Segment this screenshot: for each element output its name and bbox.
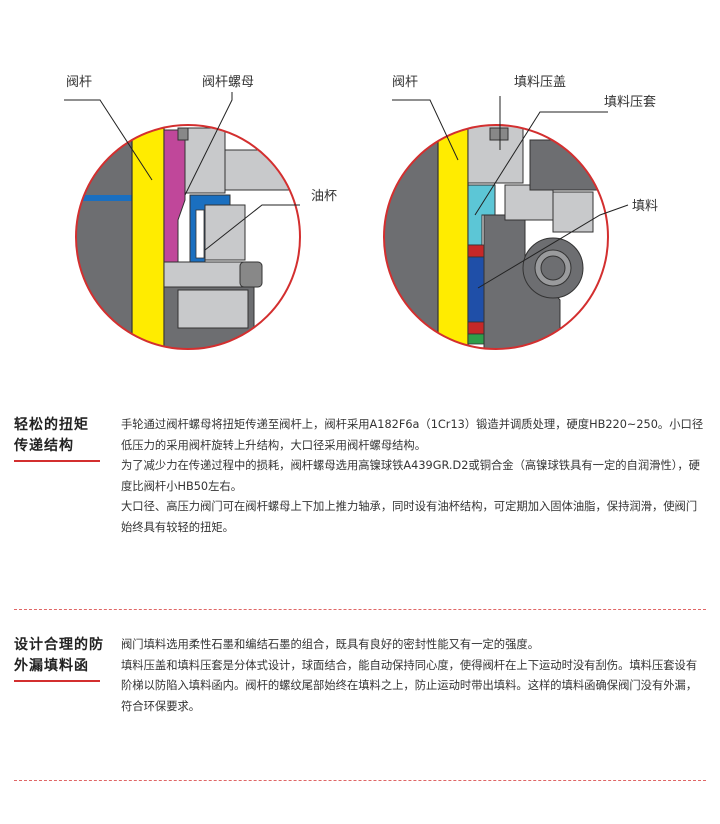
paragraph: 阀门填料选用柔性石墨和编结石墨的组合，既具有良好的密封性能又有一定的强度。: [121, 638, 539, 651]
section-title-line: 设计合理的防: [14, 637, 104, 653]
packing-box-section: 设计合理的防 外漏填料函 阀门填料选用柔性石墨和编结石墨的组合，既具有良好的密封…: [0, 635, 720, 765]
label-stem-left: 阀杆: [66, 75, 92, 90]
section-divider: [14, 609, 706, 610]
section-body-torque: 手轮通过阀杆螺母将扭矩传递至阀杆上，阀杆采用A182F6a（1Cr13）锻造并调…: [121, 415, 706, 538]
section-body-packing: 阀门填料选用柔性石墨和编结石墨的组合，既具有良好的密封性能又有一定的强度。 填料…: [121, 635, 706, 717]
section-title-underline: [14, 680, 100, 682]
stem-nut-detail-diagram: 阀杆 阀杆螺母 油杯: [64, 75, 337, 350]
torque-transmission-section: 轻松的扭矩 传递结构 手轮通过阀杆螺母将扭矩传递至阀杆上，阀杆采用A182F6a…: [0, 415, 720, 595]
label-stem-right: 阀杆: [392, 75, 418, 90]
valve-diagrams: 阀杆 阀杆螺母 油杯: [64, 75, 658, 350]
label-stem-nut: 阀杆螺母: [202, 75, 254, 90]
section-title-line: 传递结构: [14, 438, 74, 454]
section-divider: [14, 780, 706, 781]
section-title-underline: [14, 460, 100, 462]
section-title-packing: 设计合理的防 外漏填料函: [14, 635, 104, 682]
section-title-line: 轻松的扭矩: [14, 417, 89, 433]
label-packing-sleeve: 填料压套: [604, 94, 656, 110]
paragraph: 手轮通过阀杆螺母将扭矩传递至阀杆上，阀杆采用A182F6a（1Cr13）锻造并调…: [121, 418, 704, 452]
paragraph: 填料压盖和填料压套是分体式设计，球面结合，能自动保持同心度，使得阀杆在上下运动时…: [121, 658, 698, 713]
label-packing: 填料: [632, 199, 658, 214]
paragraph: 为了减少力在传递过程中的损耗，阀杆螺母选用高镍球铁A439GR.D2或铜合金（高…: [121, 459, 700, 493]
paragraph: 大口径、高压力阀门可在阀杆螺母上下加上推力轴承，同时设有油杯结构，可定期加入固体…: [121, 500, 698, 534]
label-packing-gland: 填料压盖: [514, 75, 566, 90]
label-oil-cup: 油杯: [311, 189, 337, 204]
packing-box-detail-diagram: 阀杆 填料压盖 填料压套 填料: [383, 75, 658, 350]
section-title-torque: 轻松的扭矩 传递结构: [14, 415, 100, 462]
section-title-line: 外漏填料函: [14, 658, 89, 674]
